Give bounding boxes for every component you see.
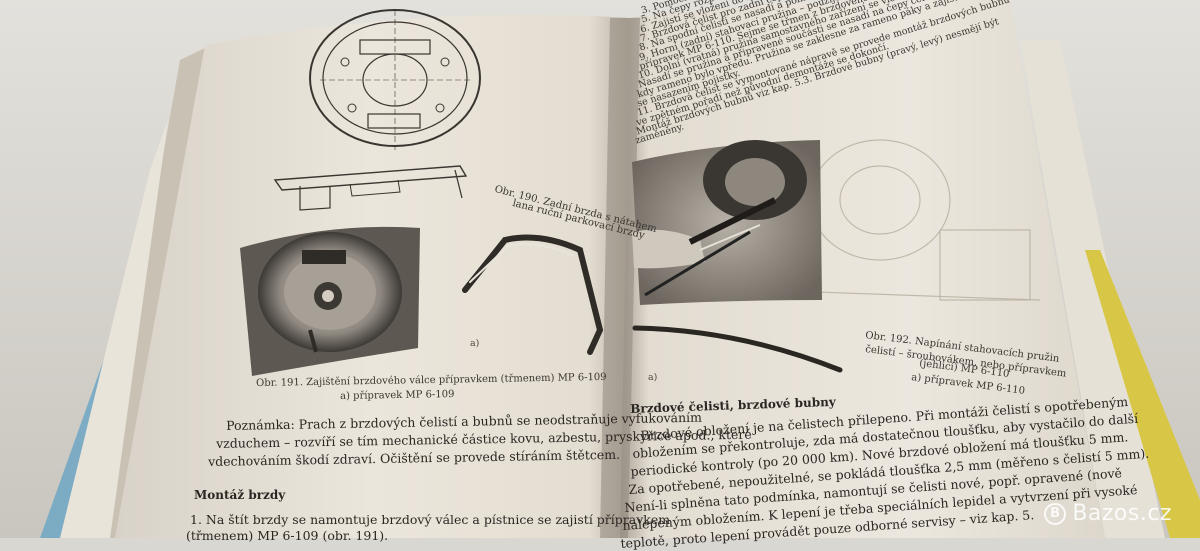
- bazos-watermark-text: Bazos.cz: [1072, 501, 1172, 526]
- brake-assembly-photo: [240, 226, 420, 376]
- needle-tool-drawing: [632, 325, 843, 373]
- brake-backplate-drawing: [309, 9, 481, 150]
- brake-section-drawing: [273, 165, 468, 211]
- book-photo: [0, 0, 1200, 538]
- page-stack-right: [1020, 40, 1165, 538]
- book-cover-yellow: [1085, 250, 1200, 538]
- right-page: [620, 0, 1105, 538]
- book-gutter: [600, 18, 640, 538]
- body-line-1: 1. Na štít brzdy se namontuje brzdový vá…: [190, 512, 671, 527]
- body-line-2: (třmenem) MP 6-109 (obr. 191).: [186, 528, 389, 543]
- bazos-logo-icon: B: [1044, 502, 1067, 525]
- clip-tool-drawing: [462, 234, 604, 355]
- spring-tensioning-photo: [632, 140, 822, 305]
- bazos-watermark: B Bazos.cz: [1044, 501, 1172, 526]
- fig191-a-label: a): [470, 338, 480, 349]
- section-heading-assembly: Montáž brzdy: [194, 488, 286, 502]
- fig192-a-label: a): [648, 372, 658, 383]
- fig191-caption-line2: a) přípravek MP 6-109: [340, 389, 455, 402]
- page-stack-left: [60, 120, 168, 538]
